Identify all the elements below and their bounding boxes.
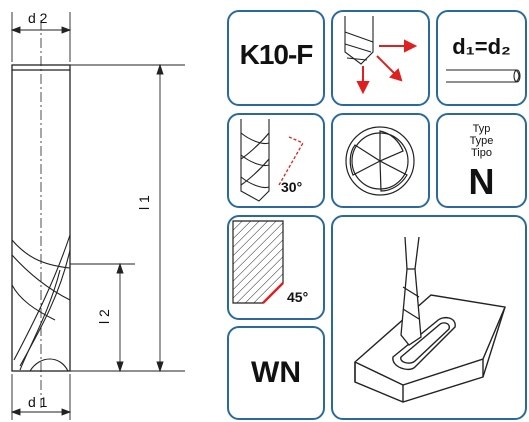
material-label: K10-F	[239, 39, 314, 70]
cutting-direction-tile	[331, 10, 430, 106]
material-tile: K10-F	[227, 10, 325, 106]
red-arrows	[356, 39, 418, 95]
d1-label: d 1	[28, 394, 48, 410]
l1-label: l 1	[136, 195, 152, 210]
type-line-1: Typ	[472, 123, 491, 135]
chamfer-hatch-icon	[232, 220, 284, 304]
helix-icon	[240, 119, 304, 202]
flute-cross-section-icon	[345, 126, 415, 196]
cutting-direction-icon	[344, 16, 418, 95]
shank-type-tile: WN	[227, 326, 325, 420]
diameter-relation-label: d₁=d₂	[452, 34, 511, 59]
shank-cylinder-icon	[446, 69, 521, 83]
chamfer-angle-label: 45°	[287, 289, 309, 305]
helix-angle-tile: 30°	[227, 113, 325, 208]
chamfer-tile: 45°	[227, 215, 325, 320]
shank-type-label: WN	[251, 356, 301, 389]
d2-label: d 2	[28, 10, 48, 26]
type-letter: N	[468, 161, 495, 202]
flute-lines	[11, 234, 71, 372]
cross-section-tile	[331, 113, 430, 208]
helix-angle-label: 30°	[281, 179, 303, 195]
type-line-3: Tipo	[471, 147, 492, 159]
l2-label: l 2	[96, 309, 112, 324]
type-tile: Typ Type Tipo N	[436, 113, 527, 208]
slot-milling-icon	[354, 236, 506, 403]
application-tile	[331, 215, 527, 420]
type-line-2: Type	[469, 135, 494, 147]
diameter-relation-tile: d₁=d₂	[436, 10, 527, 106]
